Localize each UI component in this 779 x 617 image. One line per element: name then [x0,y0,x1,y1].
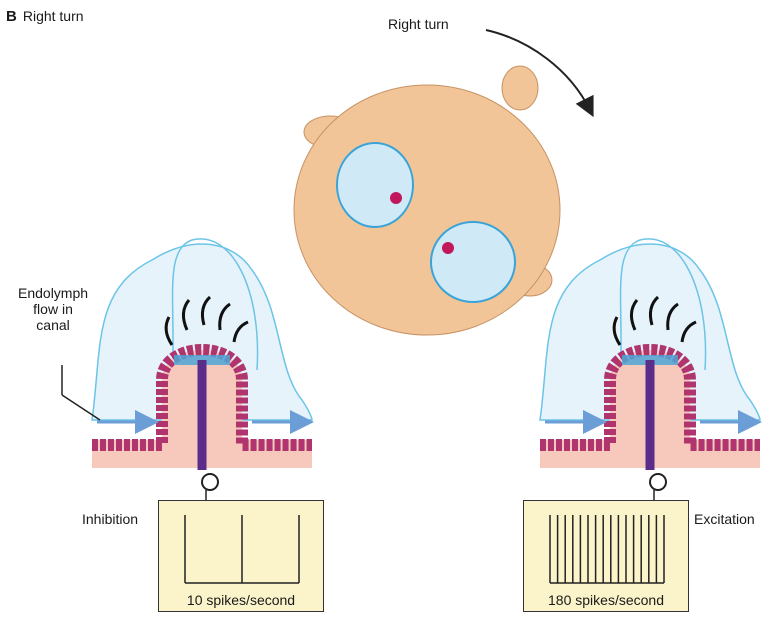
head [294,66,560,335]
endolymph-line-2: flow in [18,301,88,317]
excitation-label: Excitation [694,511,755,527]
inhibition-label: Inhibition [82,511,138,527]
left-recording: 10 spikes/second [158,500,324,612]
endolymph-line-3: canal [18,317,88,333]
rotation-label: Right turn [388,16,449,32]
rotation-arrow [486,30,590,110]
right-recording: 180 spikes/second [523,500,689,612]
left-ear [337,143,413,227]
endolymph-label: Endolymph flow in canal [18,285,88,333]
left-rate-label: 10 spikes/second [159,592,323,608]
endolymph-line-1: Endolymph [18,285,88,301]
right-rate-label: 180 spikes/second [524,592,688,608]
right-ear [431,222,515,302]
left-crista [92,239,312,530]
right-crista [540,239,760,530]
